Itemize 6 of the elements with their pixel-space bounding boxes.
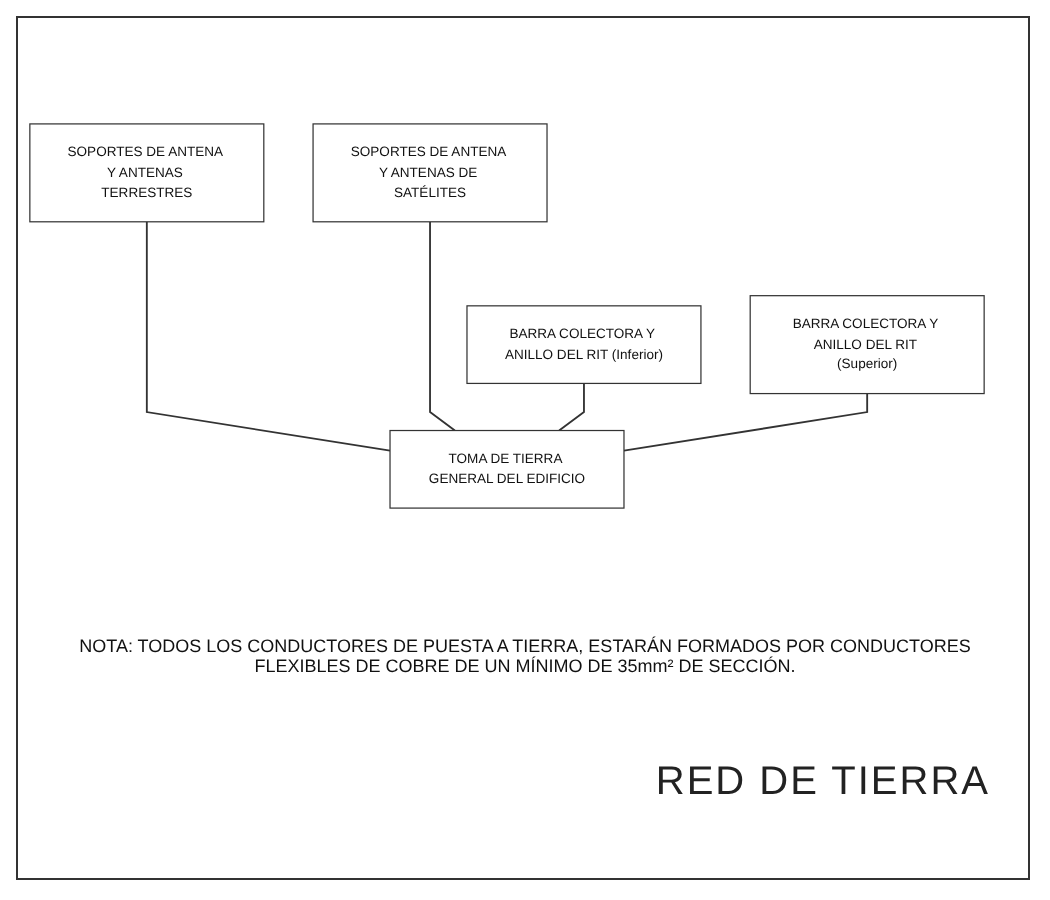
diagram-title: RED DE TIERRA (655, 760, 990, 806)
note-text: NOTA: TODOS LOS CONDUCTORES DE PUESTA A TIERRA, ESTARÁN FORMADOS POR CONDUCTORES FLEXIBLES DE COBRE DE UN MÍNIMO DE 35mm² DE SECCIÓN. (77, 636, 973, 676)
connector (429, 220, 456, 432)
connector (145, 220, 391, 452)
connector (558, 382, 585, 432)
connector (623, 392, 869, 452)
